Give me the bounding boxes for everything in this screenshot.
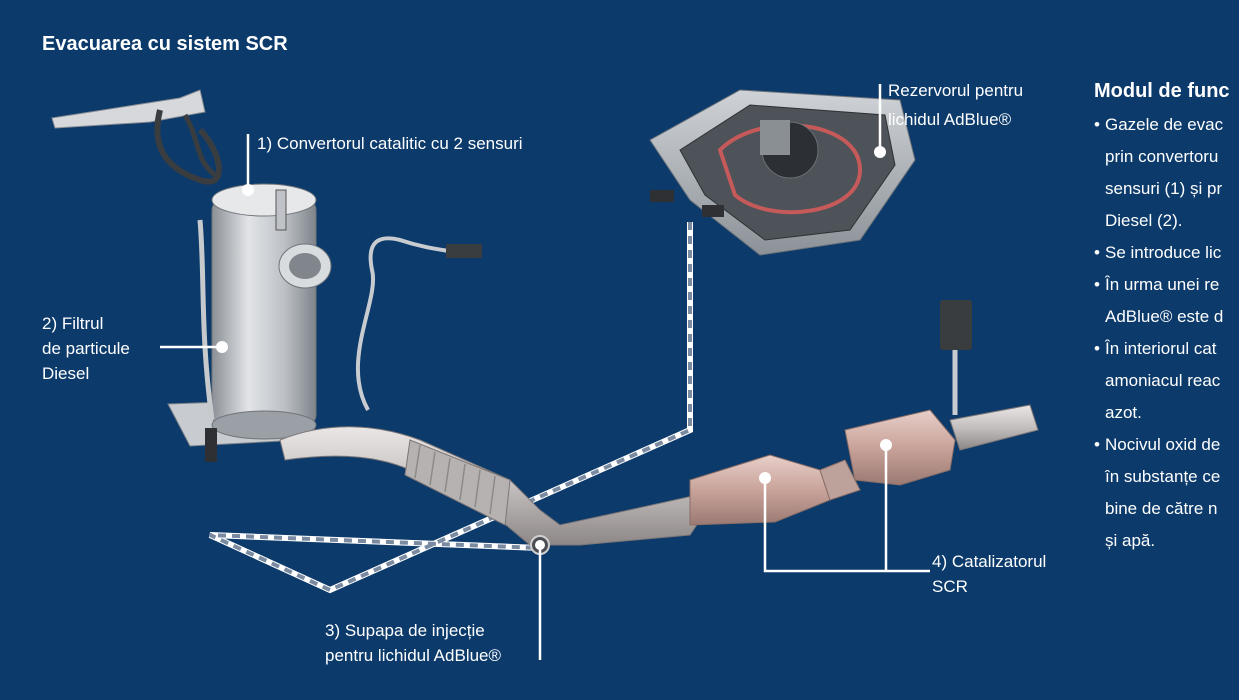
sensor-cable <box>356 236 482 411</box>
bullet-text: prin convertoru <box>1105 147 1219 166</box>
function-bullet-line: • În urma unei re <box>1094 269 1239 301</box>
bullet-dot-icon: • <box>1094 115 1100 134</box>
scr-catalysts <box>689 300 1039 526</box>
label-dpf-line2: de particule <box>42 339 130 358</box>
function-heading: Modul de func <box>1094 80 1230 102</box>
function-bullet-line: • Se introduce lic <box>1094 237 1239 269</box>
mounting-bracket <box>51 89 222 185</box>
callout-dots <box>216 146 892 550</box>
bullet-text: Se introduce lic <box>1105 243 1222 262</box>
label-scr-line1: 4) Catalizatorul <box>932 552 1047 571</box>
function-bullet-line: bine de către n <box>1094 493 1239 525</box>
bullet-dot-icon: • <box>1094 243 1100 262</box>
page-title: Evacuarea cu sistem SCR <box>42 33 288 55</box>
bullet-text: Diesel (2). <box>1105 211 1183 230</box>
adblue-tank <box>649 89 916 256</box>
function-bullets: • Gazele de evac prin convertoru sensuri (1… <box>1094 109 1239 557</box>
dpf-unit <box>167 183 332 462</box>
bullet-text: și apă. <box>1105 531 1156 550</box>
bullet-text: azot. <box>1105 403 1142 422</box>
function-bullet-line: AdBlue® este d <box>1094 301 1239 333</box>
label-dpf-line1: 2) Filtrul <box>42 314 104 333</box>
bullet-text: Nocivul oxid de <box>1105 435 1221 454</box>
function-bullet-line: • Gazele de evac <box>1094 109 1239 141</box>
label-dpf-line3: Diesel <box>42 364 90 383</box>
bullet-dot-icon: • <box>1094 435 1100 454</box>
label-scr-catalyst: 4) Catalizatorul SCR <box>932 549 1046 599</box>
bullet-text: amoniacul reac <box>1105 371 1221 390</box>
function-bullet-line: în substanțe ce <box>1094 461 1239 493</box>
function-bullet-line: azot. <box>1094 397 1239 429</box>
bullet-text: în substanțe ce <box>1105 467 1221 486</box>
label-dpf: 2) Filtrul de particule Diesel <box>42 311 130 386</box>
bullet-text: În urma unei re <box>1105 275 1220 294</box>
label-converter: 1) Convertorul catalitic cu 2 sensuri <box>257 134 523 153</box>
bullet-dot-icon: • <box>1094 275 1100 294</box>
function-bullet-line: Diesel (2). <box>1094 205 1239 237</box>
function-bullet-line: • Nocivul oxid de <box>1094 429 1239 461</box>
bullet-text: În interiorul cat <box>1105 339 1217 358</box>
bullet-text: sensuri (1) și pr <box>1105 179 1223 198</box>
bullet-text: AdBlue® este d <box>1105 307 1224 326</box>
function-bullet-line: • În interiorul cat <box>1094 333 1239 365</box>
label-valve-line1: 3) Supapa de injecție <box>325 621 485 640</box>
function-bullet-line: și apă. <box>1094 525 1239 557</box>
function-panel: Modul de func • Gazele de evac prin conver… <box>1094 80 1239 557</box>
bullet-text: Gazele de evac <box>1105 115 1224 134</box>
bullet-dot-icon: • <box>1094 339 1100 358</box>
function-bullet-line: prin convertoru <box>1094 141 1239 173</box>
label-scr-line2: SCR <box>932 577 968 596</box>
label-tank-line2: lichidul AdBlue® <box>888 110 1012 129</box>
label-valve-line2: pentru lichidul AdBlue® <box>325 646 502 665</box>
dosing-line <box>208 222 693 594</box>
bullet-text: bine de către n <box>1105 499 1218 518</box>
label-injection-valve: 3) Supapa de injecție pentru lichidul Ad… <box>325 618 501 668</box>
function-bullet-line: sensuri (1) și pr <box>1094 173 1239 205</box>
label-adblue-tank: Rezervorul pentru lichidul AdBlue® <box>888 78 1023 132</box>
leader-lines <box>160 84 930 660</box>
function-bullet-line: amoniacul reac <box>1094 365 1239 397</box>
label-tank-line1: Rezervorul pentru <box>888 81 1024 100</box>
